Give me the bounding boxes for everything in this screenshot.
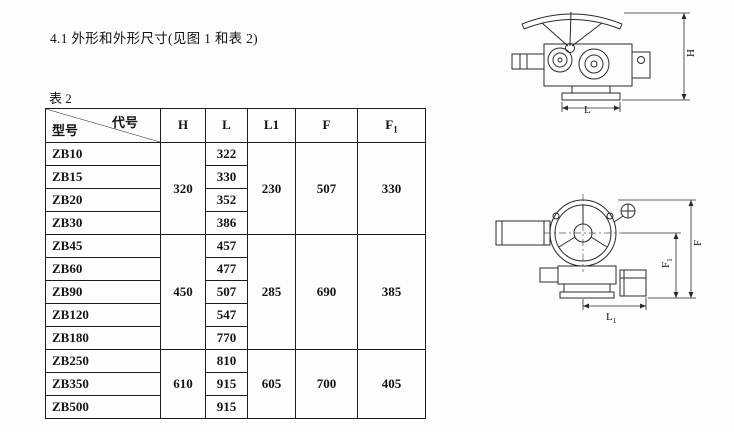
l-value-cell: 915 xyxy=(205,372,248,396)
f1-value-cell: 330 xyxy=(357,142,426,235)
h-value-cell: 610 xyxy=(160,349,206,419)
dim-label-L: L xyxy=(584,104,591,114)
actuator-side-view-drawing: H L xyxy=(511,11,697,114)
model-cell: ZB45 xyxy=(45,234,161,258)
l-value-cell: 547 xyxy=(205,303,248,327)
l-value-cell: 810 xyxy=(205,349,248,373)
section-title: 4.1 外形和外形尺寸(见图 1 和表 2) xyxy=(50,31,258,46)
col-header-h: H xyxy=(160,108,206,143)
col-header-l: L xyxy=(205,108,248,143)
l-value-cell: 457 xyxy=(205,234,248,258)
f1-value-cell: 405 xyxy=(357,349,426,419)
l-value-cell: 770 xyxy=(205,326,248,350)
model-cell: ZB180 xyxy=(45,326,161,350)
dim-label-H: H xyxy=(685,49,697,57)
actuator-front-view-drawing: F F1 L1 xyxy=(495,194,704,325)
l-value-cell: 477 xyxy=(205,257,248,281)
model-cell: ZB20 xyxy=(45,188,161,212)
l1-value-cell: 605 xyxy=(247,349,296,419)
f-value-cell: 700 xyxy=(295,349,358,419)
l-value-cell: 915 xyxy=(205,395,248,419)
f1-value-cell: 385 xyxy=(357,234,426,350)
table-row: ZB90 507 xyxy=(45,280,426,304)
table-label: 表 2 xyxy=(49,91,72,106)
l-value-cell: 352 xyxy=(205,188,248,212)
col-header-f: F xyxy=(295,108,358,143)
model-cell: ZB500 xyxy=(45,395,161,419)
table-row: ZB30 386 xyxy=(45,211,426,235)
model-cell: ZB350 xyxy=(45,372,161,396)
diagonal-header-cell: 代号 型号 xyxy=(45,108,161,143)
col-header-f1: F1 xyxy=(357,108,426,143)
header-row: 代号 型号 H L L1 F F1 xyxy=(45,108,426,143)
l-value-cell: 386 xyxy=(205,211,248,235)
h-value-cell: 320 xyxy=(160,142,206,235)
col-header-l1: L1 xyxy=(247,108,296,143)
l1-value-cell: 230 xyxy=(247,142,296,235)
dim-label-F1: F1 xyxy=(660,258,674,268)
code-header-label: 代号 xyxy=(111,115,138,130)
table-row: ZB15 330 xyxy=(45,165,426,189)
l-value-cell: 330 xyxy=(205,165,248,189)
f-value-cell: 507 xyxy=(295,142,358,235)
f-value-cell: 690 xyxy=(295,234,358,350)
table-row: ZB500 915 xyxy=(45,395,426,419)
dimension-lines-top xyxy=(561,12,690,112)
model-cell: ZB15 xyxy=(45,165,161,189)
dim-label-L1: L1 xyxy=(606,311,617,325)
model-cell: ZB90 xyxy=(45,280,161,304)
dim-label-F: F xyxy=(692,240,704,246)
l-value-cell: 507 xyxy=(205,280,248,304)
model-cell: ZB60 xyxy=(45,257,161,281)
h-value-cell: 450 xyxy=(160,234,206,350)
diagonal-line xyxy=(46,109,160,142)
dimension-lines-bottom xyxy=(582,199,696,310)
model-header-label: 型号 xyxy=(52,123,79,138)
model-cell: ZB120 xyxy=(45,303,161,327)
l-value-cell: 322 xyxy=(205,142,248,166)
model-cell: ZB10 xyxy=(45,142,161,166)
table-row: ZB120 547 xyxy=(45,303,426,327)
l1-value-cell: 285 xyxy=(247,234,296,350)
table-row: ZB180 770 xyxy=(45,326,426,350)
model-cell: ZB30 xyxy=(45,211,161,235)
model-cell: ZB250 xyxy=(45,349,161,373)
